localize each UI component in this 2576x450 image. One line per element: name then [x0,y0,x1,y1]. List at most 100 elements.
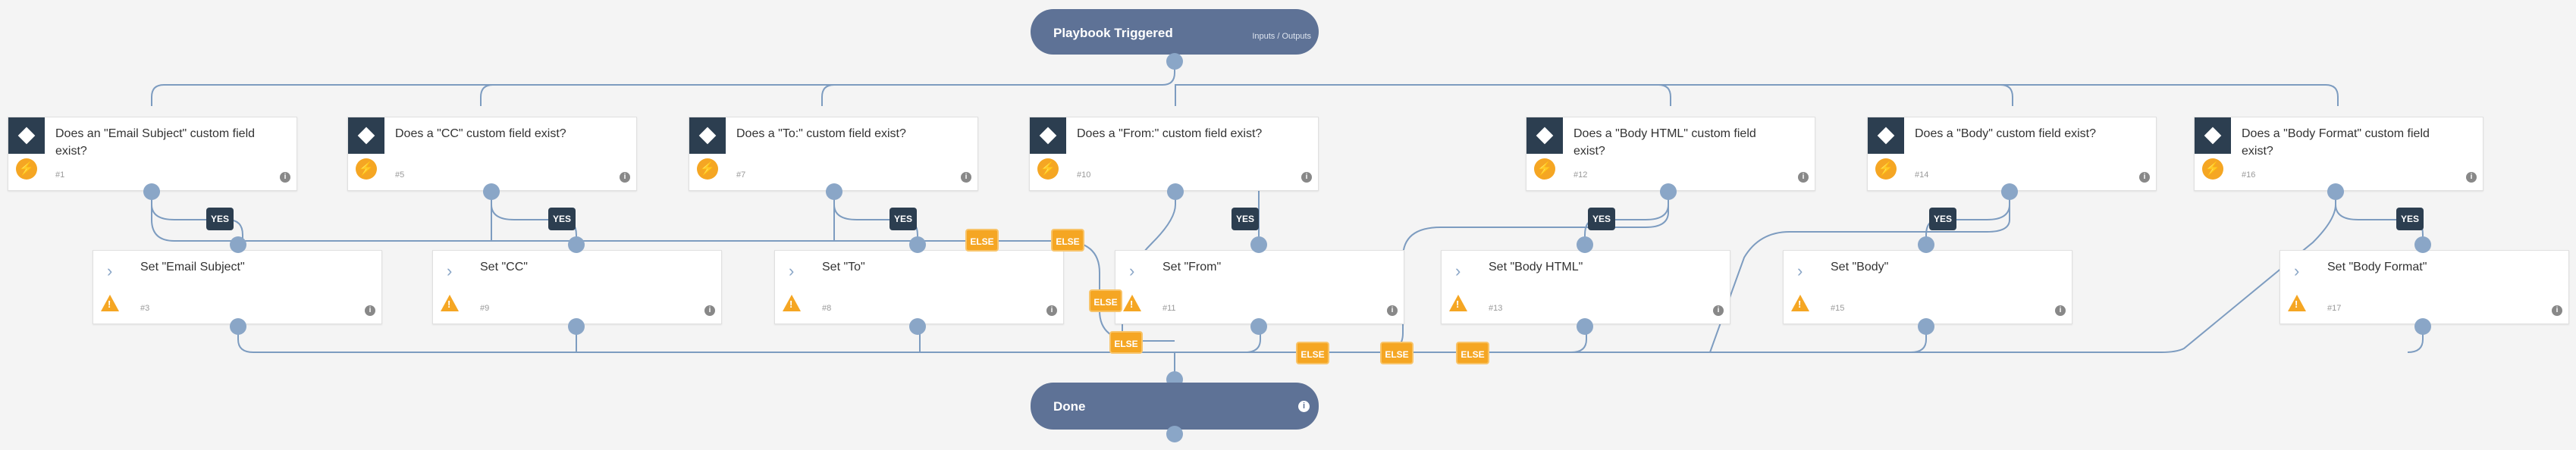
condition-icon [689,117,726,154]
condition-title: Does a "From:" custom field exist? [1077,127,1263,140]
task-number: #10 [1077,170,1091,180]
warning-icon: ! [101,295,119,311]
action-title: Set "CC" [480,261,528,273]
info-icon[interactable]: i [2466,172,2477,183]
task-number: #5 [395,170,405,180]
done-output-port[interactable] [1166,426,1183,442]
task-number: #3 [140,304,150,313]
condition-title: Does a "Body" custom field exist? [1915,127,2097,140]
condition-icon [1868,117,1904,154]
action-set-email-subject[interactable]: › ! Set "Email Subject" #3 i [93,250,382,324]
action-input-port[interactable] [568,236,585,253]
action-title: Set "Body" [1831,261,1889,273]
warning-icon: ! [2288,295,2306,311]
info-icon[interactable]: i [1046,305,1057,316]
condition-body-format[interactable]: ⚡ Does a "Body Format" custom field exis… [2194,117,2483,191]
condition-output-port[interactable] [1167,183,1184,200]
condition-body-html[interactable]: ⚡ Does a "Body HTML" custom field exist?… [1526,117,1815,191]
info-icon[interactable]: i [2139,172,2150,183]
condition-to[interactable]: ⚡ Does a "To:" custom field exist? #7 i [689,117,978,191]
action-input-port[interactable] [2414,236,2431,253]
condition-cc[interactable]: ⚡ Does a "CC" custom field exist? #5 i [347,117,637,191]
else-label: ELSE [1109,331,1143,354]
else-label: ELSE [965,229,999,252]
action-input-port[interactable] [909,236,926,253]
condition-title: Does a "CC" custom field exist? [395,127,566,140]
info-icon[interactable]: i [365,305,375,316]
info-icon[interactable]: i [1387,305,1398,316]
info-icon[interactable]: i [2552,305,2562,316]
action-set-body-format[interactable]: › ! Set "Body Format" #17 i [2279,250,2569,324]
action-input-port[interactable] [1577,236,1593,253]
info-icon[interactable]: i [1713,305,1724,316]
bolt-icon: ⚡ [2202,158,2223,180]
info-icon[interactable]: i [1301,172,1312,183]
condition-output-port[interactable] [143,183,160,200]
condition-output-port[interactable] [1660,183,1677,200]
else-label: ELSE [1456,342,1489,364]
action-title: Set "Email Subject" [140,261,245,273]
playbook-triggered-node[interactable]: Playbook Triggered Inputs / Outputs [1031,9,1319,55]
yes-label: YES [890,208,917,230]
start-output-port[interactable] [1166,53,1183,70]
chevron-icon: › [1797,261,1803,280]
action-output-port[interactable] [568,318,585,335]
warning-icon: ! [441,295,459,311]
condition-title: Does an "Email Subject" custom field exi… [55,127,256,158]
done-node[interactable]: Done i [1031,383,1319,430]
bolt-icon: ⚡ [16,158,37,180]
task-number: #12 [1574,170,1588,180]
condition-title: Does a "Body Format" custom field exist? [2242,127,2430,158]
action-set-body[interactable]: › ! Set "Body" #15 i [1783,250,2072,324]
action-output-port[interactable] [1250,318,1267,335]
action-output-port[interactable] [909,318,926,335]
action-input-port[interactable] [1918,236,1934,253]
action-input-port[interactable] [1250,236,1267,253]
yes-label: YES [206,208,234,230]
action-set-from[interactable]: › ! Set "From" #11 i [1115,250,1404,324]
info-icon[interactable]: i [1798,172,1809,183]
inputs-outputs-link[interactable]: Inputs / Outputs [1252,32,1311,41]
condition-body[interactable]: ⚡ Does a "Body" custom field exist? #14 … [1867,117,2157,191]
info-icon[interactable]: i [2055,305,2066,316]
bolt-icon: ⚡ [1534,158,1555,180]
info-icon[interactable]: i [1298,401,1310,412]
action-output-port[interactable] [1918,318,1934,335]
action-set-body-html[interactable]: › ! Set "Body HTML" #13 i [1441,250,1730,324]
action-set-cc[interactable]: › ! Set "CC" #9 i [432,250,722,324]
warning-icon: ! [1123,295,1141,311]
bolt-icon: ⚡ [356,158,377,180]
else-label: ELSE [1089,289,1122,312]
action-output-port[interactable] [230,318,246,335]
task-number: #13 [1489,304,1503,313]
info-icon[interactable]: i [961,172,971,183]
warning-icon: ! [1449,295,1467,311]
condition-output-port[interactable] [826,183,842,200]
info-icon[interactable]: i [704,305,715,316]
chevron-icon: › [107,261,113,280]
condition-output-port[interactable] [483,183,500,200]
condition-email-subject[interactable]: ⚡ Does an "Email Subject" custom field e… [8,117,297,191]
info-icon[interactable]: i [280,172,290,183]
condition-output-port[interactable] [2327,183,2344,200]
action-output-port[interactable] [2414,318,2431,335]
condition-output-port[interactable] [2001,183,2018,200]
start-title: Playbook Triggered [1053,26,1173,40]
chevron-icon: › [789,261,795,280]
warning-icon: ! [783,295,801,311]
action-title: Set "Body Format" [2327,261,2427,273]
else-label: ELSE [1296,342,1329,364]
action-output-port[interactable] [1577,318,1593,335]
yes-label: YES [1232,208,1259,230]
yes-label: YES [2396,208,2424,230]
condition-from[interactable]: ⚡ Does a "From:" custom field exist? #10… [1029,117,1319,191]
action-set-to[interactable]: › ! Set "To" #8 i [774,250,1064,324]
action-input-port[interactable] [230,236,246,253]
task-number: #11 [1162,304,1176,313]
task-number: #16 [2242,170,2256,180]
task-number: #17 [2327,304,2342,313]
info-icon[interactable]: i [620,172,630,183]
yes-label: YES [1929,208,1956,230]
condition-icon [1526,117,1563,154]
condition-icon [2195,117,2231,154]
